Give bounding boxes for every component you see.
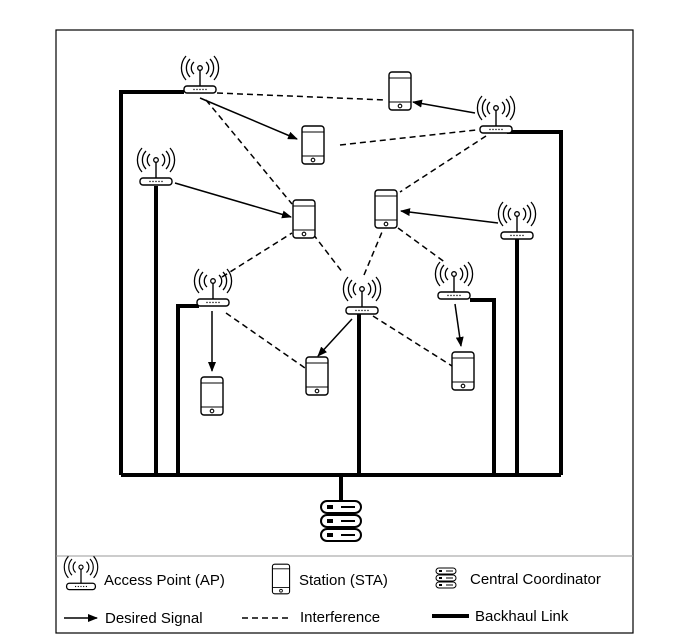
station-icon <box>388 71 412 111</box>
legend-item-desired-signal: Desired Signal <box>64 610 203 627</box>
legend-label-station: Station (STA) <box>299 572 388 589</box>
legend-item-central-coordinator: Central Coordinator <box>435 567 601 589</box>
central-coordinator-icon <box>435 567 457 589</box>
legend-item-backhaul-link: Backhaul Link <box>432 608 569 625</box>
legend-item-access-point: Access Point (AP) <box>63 555 225 591</box>
legend-label-backhaul-link: Backhaul Link <box>475 608 569 625</box>
station-icon <box>451 351 475 391</box>
backhaul-ap-1 <box>119 90 184 475</box>
legend-label-desired-signal: Desired Signal <box>105 610 203 627</box>
station-icon <box>271 563 291 595</box>
central-coordinator-icon <box>320 500 362 542</box>
station-icon <box>292 199 316 239</box>
station-icon <box>374 189 398 229</box>
backhaul-ap-7 <box>507 130 563 475</box>
diagram-frame <box>55 29 634 634</box>
backhaul-ap-3 <box>176 304 199 475</box>
desired-signal-links <box>174 97 499 372</box>
legend-item-interference: Interference <box>242 609 380 626</box>
station-icon <box>200 376 224 416</box>
legend-label-interference: Interference <box>300 609 380 626</box>
legend-item-station: Station (STA) <box>271 563 388 595</box>
legend: Access Point (AP) Station (STA) Central … <box>63 555 601 627</box>
station-icon <box>301 125 325 165</box>
backhaul-ap-5 <box>470 298 496 475</box>
station-icon <box>305 356 329 396</box>
legend-label-access-point: Access Point (AP) <box>104 572 225 589</box>
backhaul-links <box>119 90 563 502</box>
interference-links <box>205 92 487 369</box>
legend-label-central-coordinator: Central Coordinator <box>470 571 601 588</box>
